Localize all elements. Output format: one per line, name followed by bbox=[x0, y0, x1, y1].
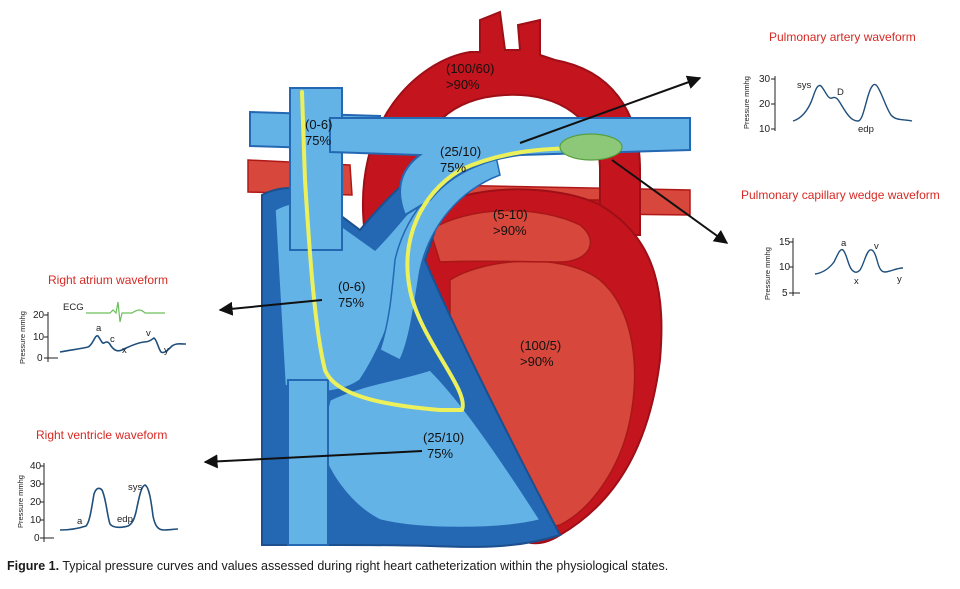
ecg-trace bbox=[86, 301, 165, 323]
ra-waveform-title: Right atrium waveform bbox=[48, 273, 168, 287]
superior-vena-cava bbox=[289, 87, 343, 251]
ra-trace bbox=[59, 335, 187, 354]
pcwp-tick-15: 15 bbox=[779, 237, 791, 248]
svg-text:75%: 75% bbox=[440, 160, 466, 175]
right-ventricle bbox=[319, 369, 542, 529]
svg-text:sys: sys bbox=[797, 80, 812, 91]
right-ventricle-values: (25/10) 75% bbox=[423, 430, 464, 461]
figure-caption: Figure 1. Typical pressure curves and va… bbox=[7, 559, 947, 573]
svg-text:(0-6): (0-6) bbox=[338, 279, 365, 294]
pulmonary-artery-waveform: Pulmonary artery waveform Pressure mmhg … bbox=[742, 30, 916, 135]
rv-tick-10: 10 bbox=[30, 515, 42, 526]
ra-tick-20: 20 bbox=[33, 310, 45, 321]
rv-tick-0: 0 bbox=[34, 533, 40, 544]
caption-text: Typical pressure curves and values asses… bbox=[59, 559, 669, 573]
rv-waveform-title: Right ventricle waveform bbox=[36, 428, 167, 442]
svg-text:>90%: >90% bbox=[493, 223, 527, 238]
rv-tick-30: 30 bbox=[30, 479, 42, 490]
arrow-pcwp bbox=[611, 159, 729, 244]
right-ventricle-waveform: Right ventricle waveform Pressure mmhg 4… bbox=[16, 428, 179, 544]
catheter bbox=[300, 90, 587, 412]
left-atrium bbox=[429, 209, 592, 263]
arrow-pulmonary-artery bbox=[519, 75, 702, 144]
svg-text:>90%: >90% bbox=[446, 77, 480, 92]
pa-tick-20: 20 bbox=[759, 99, 771, 110]
svg-text:(100/60): (100/60) bbox=[446, 61, 494, 76]
svg-text:v: v bbox=[874, 241, 879, 252]
right-atrium-waveform: Right atrium waveform Pressure mmhg 20 1… bbox=[18, 273, 187, 364]
svg-text:y: y bbox=[164, 345, 169, 356]
rv-tick-40: 40 bbox=[30, 461, 42, 472]
svg-text:x: x bbox=[854, 276, 859, 287]
left-atrium-values: (5-10) >90% bbox=[493, 207, 528, 238]
rv-ylabel: Pressure mmhg bbox=[16, 475, 25, 528]
pa-tick-10: 10 bbox=[759, 124, 771, 135]
pcwp-trace bbox=[814, 248, 904, 275]
pa-ylabel: Pressure mmhg bbox=[742, 76, 751, 129]
pcwp-ylabel: Pressure mmhg bbox=[763, 247, 772, 300]
svg-text:c: c bbox=[110, 334, 115, 345]
svg-text:(25/10): (25/10) bbox=[440, 144, 481, 159]
svg-text:75%: 75% bbox=[338, 295, 364, 310]
left-ventricle-values: (100/5) >90% bbox=[520, 338, 561, 369]
aorta-values: (100/60) >90% bbox=[446, 61, 494, 92]
figure-number: Figure 1. bbox=[7, 559, 60, 573]
svg-text:y: y bbox=[897, 274, 902, 285]
svg-text:(100/5): (100/5) bbox=[520, 338, 561, 353]
svc-values: (0-6) 75% bbox=[305, 117, 332, 148]
pa-tick-30: 30 bbox=[759, 74, 771, 85]
pa-waveform-title: Pulmonary artery waveform bbox=[769, 30, 916, 44]
svg-text:v: v bbox=[146, 328, 151, 339]
svg-text:(0-6): (0-6) bbox=[305, 117, 332, 132]
svg-text:>90%: >90% bbox=[520, 354, 554, 369]
svg-text:75%: 75% bbox=[427, 446, 453, 461]
svg-text:75%: 75% bbox=[305, 133, 331, 148]
pcwp-waveform: Pulmonary capillary wedge waveform Press… bbox=[741, 188, 940, 300]
rv-tick-20: 20 bbox=[30, 497, 42, 508]
pcwp-tick-5: 5 bbox=[782, 288, 788, 299]
catheter-balloon bbox=[559, 133, 623, 161]
svg-text:sys: sys bbox=[128, 482, 143, 493]
arrow-right-atrium bbox=[218, 299, 323, 316]
svg-text:D: D bbox=[837, 87, 844, 98]
svg-text:a: a bbox=[96, 323, 102, 334]
svg-text:(5-10): (5-10) bbox=[493, 207, 528, 222]
svg-text:x: x bbox=[122, 345, 127, 356]
svg-text:(25/10): (25/10) bbox=[423, 430, 464, 445]
pa-trace bbox=[792, 83, 913, 122]
pcwp-waveform-title: Pulmonary capillary wedge waveform bbox=[741, 188, 940, 202]
arrow-right-ventricle bbox=[203, 450, 423, 469]
ra-tick-0: 0 bbox=[37, 353, 43, 364]
ecg-label: ECG bbox=[63, 302, 84, 313]
svg-text:edp: edp bbox=[117, 514, 133, 525]
rv-trace bbox=[59, 484, 179, 531]
svg-text:a: a bbox=[841, 238, 847, 249]
svg-text:edp: edp bbox=[858, 124, 874, 135]
right-atrium-values: (0-6) 75% bbox=[338, 279, 365, 310]
ra-tick-10: 10 bbox=[33, 332, 45, 343]
ra-ylabel: Pressure mmhg bbox=[18, 311, 27, 364]
svg-text:a: a bbox=[77, 516, 83, 527]
pcwp-tick-10: 10 bbox=[779, 262, 791, 273]
pulmonary-artery-values: (25/10) 75% bbox=[440, 144, 481, 175]
inferior-vena-cava bbox=[287, 379, 329, 546]
